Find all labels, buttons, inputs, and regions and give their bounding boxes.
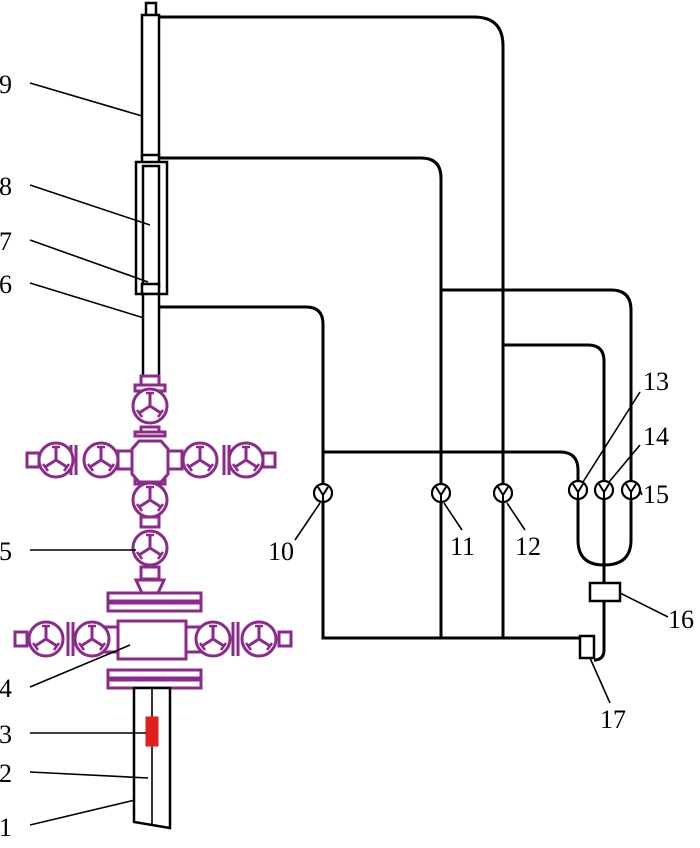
label-6: 6 <box>0 270 12 299</box>
upper-flange-top <box>106 591 203 603</box>
valve-icon-right-inner[interactable] <box>181 441 219 479</box>
label-10: 10 <box>268 537 294 566</box>
leader-15 <box>639 489 643 496</box>
leader-1 <box>29 799 136 826</box>
christmas-tree <box>25 374 277 595</box>
leader-12 <box>506 502 526 531</box>
valve-icon-top[interactable] <box>131 387 169 425</box>
label-3: 3 <box>0 720 12 749</box>
stem-spacer-4 <box>139 565 161 581</box>
leader-9 <box>29 82 143 117</box>
upper-flange-bottom <box>106 601 203 613</box>
label-13: 13 <box>643 367 669 396</box>
leader-8 <box>29 184 151 226</box>
label-12: 12 <box>515 532 541 561</box>
control-lines <box>158 15 633 662</box>
leader-17 <box>589 657 611 704</box>
number-labels: 9 8 7 6 5 4 3 2 1 10 11 12 13 14 15 16 1… <box>0 70 694 842</box>
valve-icon-casing-left-inner[interactable] <box>73 620 111 658</box>
stem-reducer <box>133 578 167 595</box>
label-8: 8 <box>0 172 12 201</box>
stem-flange-1 <box>133 430 167 438</box>
leader-16 <box>619 592 669 618</box>
valve-icon-left-outer[interactable] <box>37 441 75 479</box>
valve-icon-right-outer[interactable] <box>227 441 265 479</box>
line-valve-icon-13[interactable] <box>567 479 589 501</box>
leader-7 <box>29 239 149 283</box>
leader-14 <box>608 444 641 483</box>
lower-flange-top <box>106 668 203 680</box>
line-valve-icon-11[interactable] <box>430 482 452 504</box>
inner-tube <box>141 164 161 289</box>
leader-lines <box>29 82 669 826</box>
line-valve-icon-12[interactable] <box>492 482 514 504</box>
right-arm-spool <box>166 449 184 471</box>
line-top <box>158 15 505 638</box>
valve-icon-casing-right-inner[interactable] <box>194 620 232 658</box>
label-16: 16 <box>668 605 694 634</box>
line-return <box>593 598 606 662</box>
leader-10 <box>294 502 321 541</box>
label-2: 2 <box>0 759 12 788</box>
label-14: 14 <box>643 422 669 451</box>
leader-11 <box>443 502 463 531</box>
label-1: 1 <box>0 813 12 842</box>
left-arm-cap <box>25 451 41 469</box>
valve-icon-master-lower[interactable] <box>131 529 169 567</box>
valve-icon-left-inner[interactable] <box>82 441 120 479</box>
valve-icon-casing-right-outer[interactable] <box>240 620 278 658</box>
leader-4 <box>29 644 131 688</box>
downhole-tool-icon <box>145 716 159 747</box>
casing-head-icon <box>13 591 293 690</box>
label-4: 4 <box>0 674 12 703</box>
line-crossover <box>323 288 633 567</box>
tree-cross <box>130 439 170 484</box>
casing-right-cap <box>277 630 293 648</box>
tool-string <box>134 1 169 378</box>
leader-2 <box>29 771 149 779</box>
casing-body[interactable] <box>116 619 188 661</box>
line-branch <box>503 343 606 585</box>
label-15: 15 <box>643 480 669 509</box>
component-7[interactable] <box>140 282 161 296</box>
component-6[interactable] <box>141 292 161 378</box>
line-valve-icon-10[interactable] <box>312 482 334 504</box>
control-unit-17[interactable] <box>578 634 596 660</box>
label-9: 9 <box>0 70 12 99</box>
line-middle <box>158 156 443 638</box>
label-5: 5 <box>0 537 12 566</box>
control-unit-16[interactable] <box>588 581 622 603</box>
label-17: 17 <box>600 705 626 734</box>
valve-icon-casing-left-outer[interactable] <box>27 620 65 658</box>
line-valve-icon-14[interactable] <box>593 479 615 501</box>
leader-13 <box>582 391 641 483</box>
valve-icon-master-upper[interactable] <box>131 481 169 519</box>
left-arm-spool <box>116 449 134 471</box>
line-valves <box>312 479 642 504</box>
line-valve-icon-15[interactable] <box>620 479 642 501</box>
label-11: 11 <box>450 532 475 561</box>
casing-left-cap <box>13 630 29 648</box>
right-arm-cap <box>261 451 277 469</box>
well-casing <box>132 686 172 830</box>
leader-6 <box>29 282 145 319</box>
line-lower <box>158 305 585 640</box>
component-9[interactable] <box>140 13 161 159</box>
label-7: 7 <box>0 227 12 256</box>
